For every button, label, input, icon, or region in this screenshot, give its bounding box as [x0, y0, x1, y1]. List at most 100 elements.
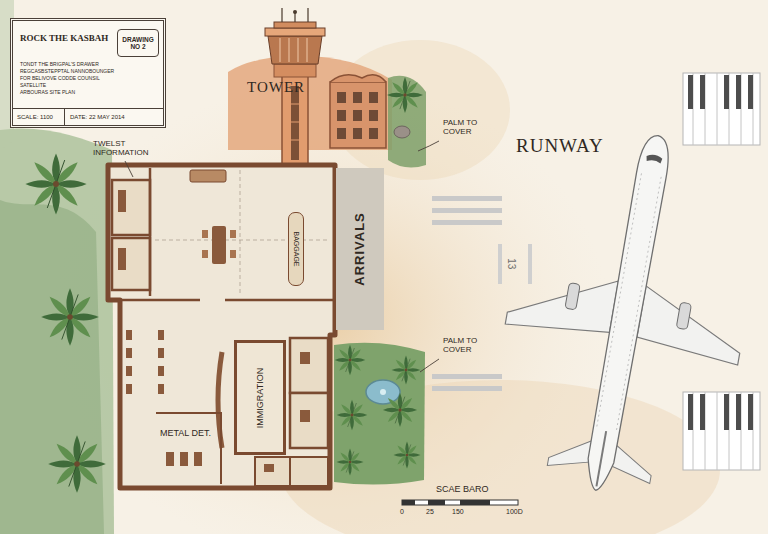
title-block: TONDT THE BRIGPAL'S DRAWERREGCASBSTEPPTA…: [10, 18, 166, 128]
scale-bar-title: SCAE BARO: [436, 484, 489, 494]
terminal-walls: [290, 393, 328, 448]
control-tower: [337, 128, 346, 139]
palm-tree: [392, 356, 421, 385]
terminal-walls: [120, 299, 335, 302]
room-label: DATE: 22 MAY 2014: [70, 114, 125, 121]
furniture: [166, 452, 174, 466]
control-tower: [353, 128, 362, 139]
scale-bar: [402, 500, 518, 505]
palm-tree: [41, 288, 99, 346]
control-tower: [353, 92, 362, 103]
terminal-walls: [108, 165, 335, 488]
runway-markings: [498, 244, 502, 284]
furniture: [126, 384, 132, 394]
furniture: [118, 170, 310, 472]
room-label: BAGGAGE: [292, 231, 300, 266]
room-label: DRAWING NO 2: [119, 36, 157, 51]
arrivals-zone: ARRIVALS: [336, 168, 384, 330]
room-label: SCALE: 1100: [17, 114, 53, 121]
furniture: [230, 250, 236, 258]
furniture: [300, 410, 310, 422]
terminal-walls: [255, 457, 290, 486]
runway-markings: [748, 75, 753, 109]
control-tower: [330, 75, 386, 82]
runway-markings: [528, 244, 532, 284]
runway-markings: [432, 208, 502, 213]
control-tower: [293, 10, 297, 14]
furniture: [202, 250, 208, 258]
airplane: [596, 431, 606, 486]
runway-markings: [688, 75, 693, 109]
furniture: [264, 464, 274, 472]
runway-markings: [700, 75, 705, 109]
terminal-walls: [149, 168, 152, 296]
control-tower: [268, 36, 322, 64]
furniture: [126, 366, 132, 376]
furniture: [158, 348, 164, 358]
furniture: [158, 366, 164, 376]
palm-tree: [337, 449, 364, 476]
area-label: RUNWAY: [516, 135, 604, 157]
runway-markings: [700, 394, 705, 430]
runway-markings: [693, 392, 753, 470]
garden: [394, 126, 410, 138]
runway-markings: [748, 394, 753, 430]
scale-number: 0: [400, 508, 404, 516]
paper-ground: [330, 40, 510, 180]
runway-markings: [724, 75, 729, 109]
baggage-carousel: BAGGAGE: [288, 212, 304, 286]
runway-markings: [683, 73, 760, 145]
control-tower: [353, 110, 362, 121]
scale-number: 100D: [506, 508, 523, 516]
date-cell: DATE: 22 MAY 2014: [65, 108, 163, 125]
airplane: [676, 302, 691, 330]
room-label: ARRIVALS: [353, 212, 368, 285]
control-tower: [265, 28, 325, 36]
palm-tree: [25, 153, 86, 214]
building-label: TOWER: [247, 79, 305, 96]
runway-markings: [724, 394, 729, 430]
runway-markings: [736, 75, 741, 109]
runway-markings: [432, 220, 502, 225]
scale-number: 25: [426, 508, 434, 516]
garden: [380, 389, 386, 395]
terminal-walls: [108, 165, 335, 488]
drawing-title: ROCK THE KASBAH: [20, 33, 108, 43]
metal-detector-area: METAL DET.: [156, 412, 222, 484]
palm-tree: [335, 345, 366, 376]
scale-cell: SCALE: 1100: [13, 108, 65, 125]
palm-tree: [25, 77, 423, 493]
callout-label: PALM TO COVER: [443, 336, 493, 354]
airplane: [635, 286, 748, 365]
furniture: [158, 384, 164, 394]
scale-bar: [460, 500, 490, 505]
runway-number: 13: [506, 258, 518, 269]
furniture: [212, 226, 226, 264]
control-tower: [369, 128, 378, 139]
control-tower: [274, 22, 316, 28]
airplane: [646, 154, 663, 164]
runway-markings: [432, 386, 502, 391]
leader-line: [125, 161, 133, 177]
airplane: [596, 173, 661, 433]
garden: [334, 343, 425, 485]
runway-markings: [683, 392, 760, 470]
control-tower: [274, 64, 316, 77]
leader-line: [418, 141, 439, 151]
room-label: REGCASBSTEPPTAL NANNOBOUNGER: [20, 68, 114, 74]
terminal-walls: [155, 170, 330, 296]
control-tower: [337, 110, 346, 121]
palm-tree: [394, 442, 421, 469]
control-tower: [280, 38, 307, 62]
furniture: [126, 330, 132, 340]
airplane: [565, 283, 580, 311]
callout-label: TWELST INFORMATION: [93, 139, 159, 157]
room-label: SATELLITE: [20, 82, 46, 88]
scale-bar: [428, 500, 445, 505]
palm-tree: [387, 77, 423, 113]
control-tower: [291, 86, 299, 160]
airplane: [505, 263, 618, 342]
garden: [334, 126, 425, 485]
control-tower: [388, 76, 426, 168]
